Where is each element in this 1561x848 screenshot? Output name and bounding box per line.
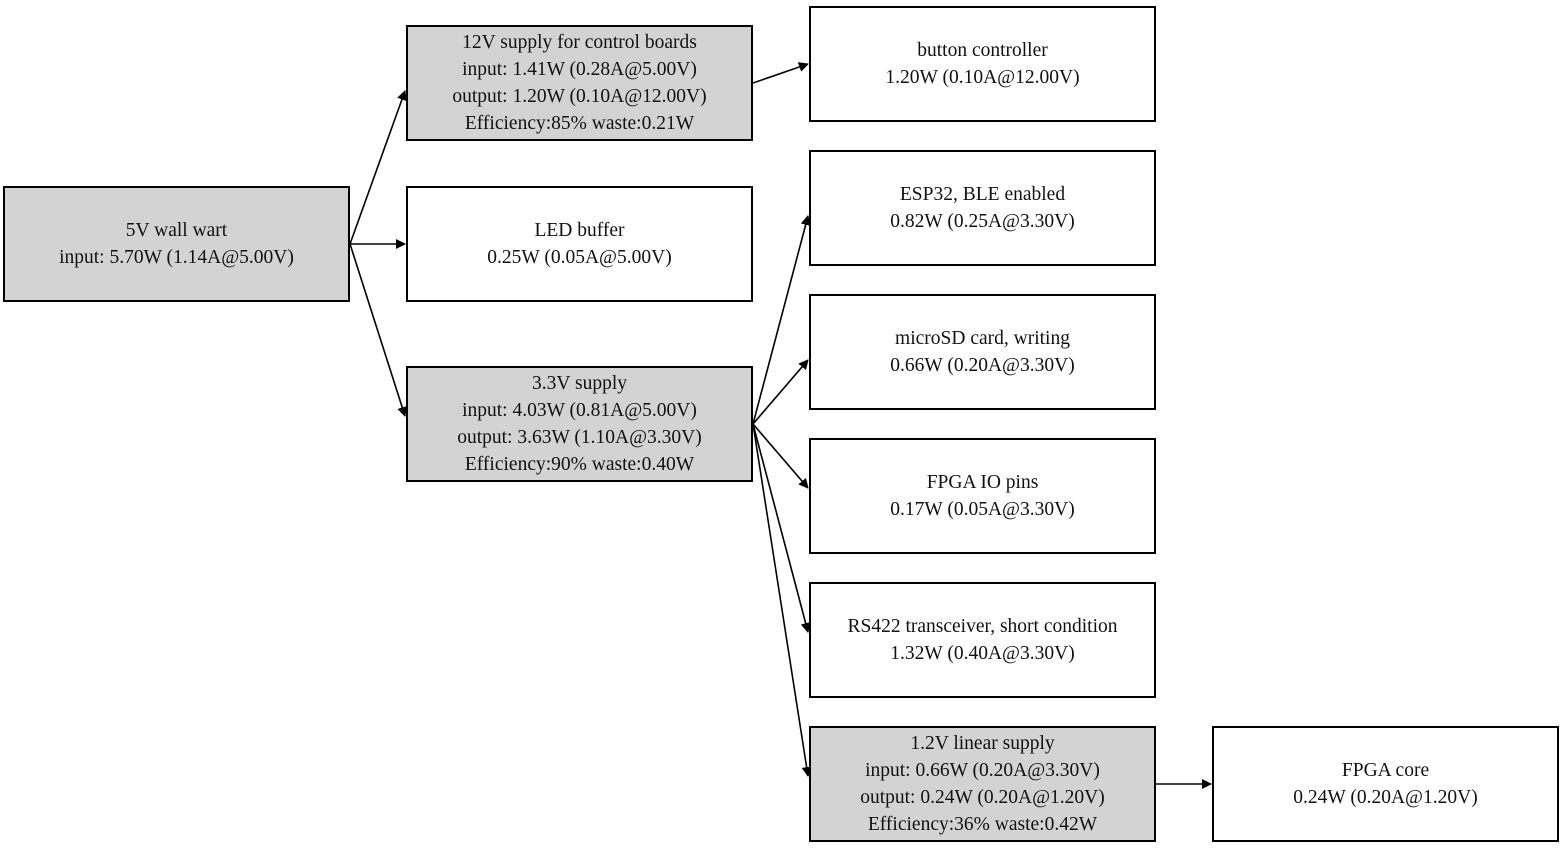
edge-wall_wart-to-supply_3v3 — [349, 243, 408, 417]
node-title: FPGA IO pins — [926, 472, 1039, 493]
node-title: 12V supply for control boards — [462, 32, 697, 53]
node-input: input: 0.66W (0.20A@3.30V) — [865, 760, 1100, 781]
node-efficiency: Efficiency:90% waste:0.40W — [464, 454, 695, 475]
node-led-buffer: LED buffer 0.25W (0.05A@5.00V) — [406, 186, 753, 302]
node-3v3-supply: 3.3V supply input: 4.03W (0.81A@5.00V) o… — [406, 366, 753, 482]
node-fpga-io-pins: FPGA IO pins 0.17W (0.05A@3.30V) — [809, 438, 1156, 554]
node-title: 3.3V supply — [532, 373, 627, 394]
edge-supply_3v3-to-linear_1v2 — [752, 423, 812, 777]
node-title: microSD card, writing — [895, 328, 1070, 349]
node-power: 1.32W (0.40A@3.30V) — [890, 643, 1075, 664]
node-efficiency: Efficiency:36% waste:0.42W — [867, 814, 1098, 835]
edge-supply_3v3-to-microsd — [752, 359, 809, 425]
node-title: FPGA core — [1341, 760, 1430, 781]
node-output: output: 1.20W (0.10A@12.00V) — [452, 86, 707, 107]
node-power: 0.66W (0.20A@3.30V) — [890, 355, 1075, 376]
node-input: input: 5.70W (1.14A@5.00V) — [59, 247, 294, 268]
node-title: 5V wall wart — [125, 220, 228, 241]
node-title: LED buffer — [534, 220, 625, 241]
edge-supply_3v3-to-fpga_io — [752, 423, 809, 489]
node-power: 0.25W (0.05A@5.00V) — [487, 247, 672, 268]
edge-wall_wart-to-supply_12v — [349, 90, 407, 245]
node-input: input: 1.41W (0.28A@5.00V) — [462, 59, 697, 80]
node-12v-supply: 12V supply for control boards input: 1.4… — [406, 25, 753, 141]
node-output: output: 0.24W (0.20A@1.20V) — [860, 787, 1105, 808]
node-5v-wall-wart: 5V wall wart input: 5.70W (1.14A@5.00V) — [3, 186, 350, 302]
edge-supply_12v-to-button_controller — [752, 62, 809, 84]
node-power: 0.24W (0.20A@1.20V) — [1293, 787, 1478, 808]
node-efficiency: Efficiency:85% waste:0.21W — [464, 113, 695, 134]
node-title: 1.2V linear supply — [910, 733, 1055, 754]
node-output: output: 3.63W (1.10A@3.30V) — [457, 427, 702, 448]
node-title: ESP32, BLE enabled — [899, 184, 1066, 205]
node-power: 1.20W (0.10A@12.00V) — [885, 67, 1080, 88]
node-fpga-core: FPGA core 0.24W (0.20A@1.20V) — [1212, 726, 1559, 842]
node-esp32: ESP32, BLE enabled 0.82W (0.25A@3.30V) — [809, 150, 1156, 266]
node-rs422-transceiver: RS422 transceiver, short condition 1.32W… — [809, 582, 1156, 698]
node-microsd-card: microSD card, writing 0.66W (0.20A@3.30V… — [809, 294, 1156, 410]
node-power: 0.17W (0.05A@3.30V) — [890, 499, 1075, 520]
node-title: RS422 transceiver, short condition — [847, 616, 1118, 637]
node-title: button controller — [917, 40, 1048, 61]
edge-supply_3v3-to-esp32 — [752, 215, 811, 425]
node-button-controller: button controller 1.20W (0.10A@12.00V) — [809, 6, 1156, 122]
node-input: input: 4.03W (0.81A@5.00V) — [462, 400, 697, 421]
node-power: 0.82W (0.25A@3.30V) — [890, 211, 1075, 232]
edge-supply_3v3-to-rs422 — [752, 423, 811, 633]
node-1v2-linear-supply: 1.2V linear supply input: 0.66W (0.20A@3… — [809, 726, 1156, 842]
